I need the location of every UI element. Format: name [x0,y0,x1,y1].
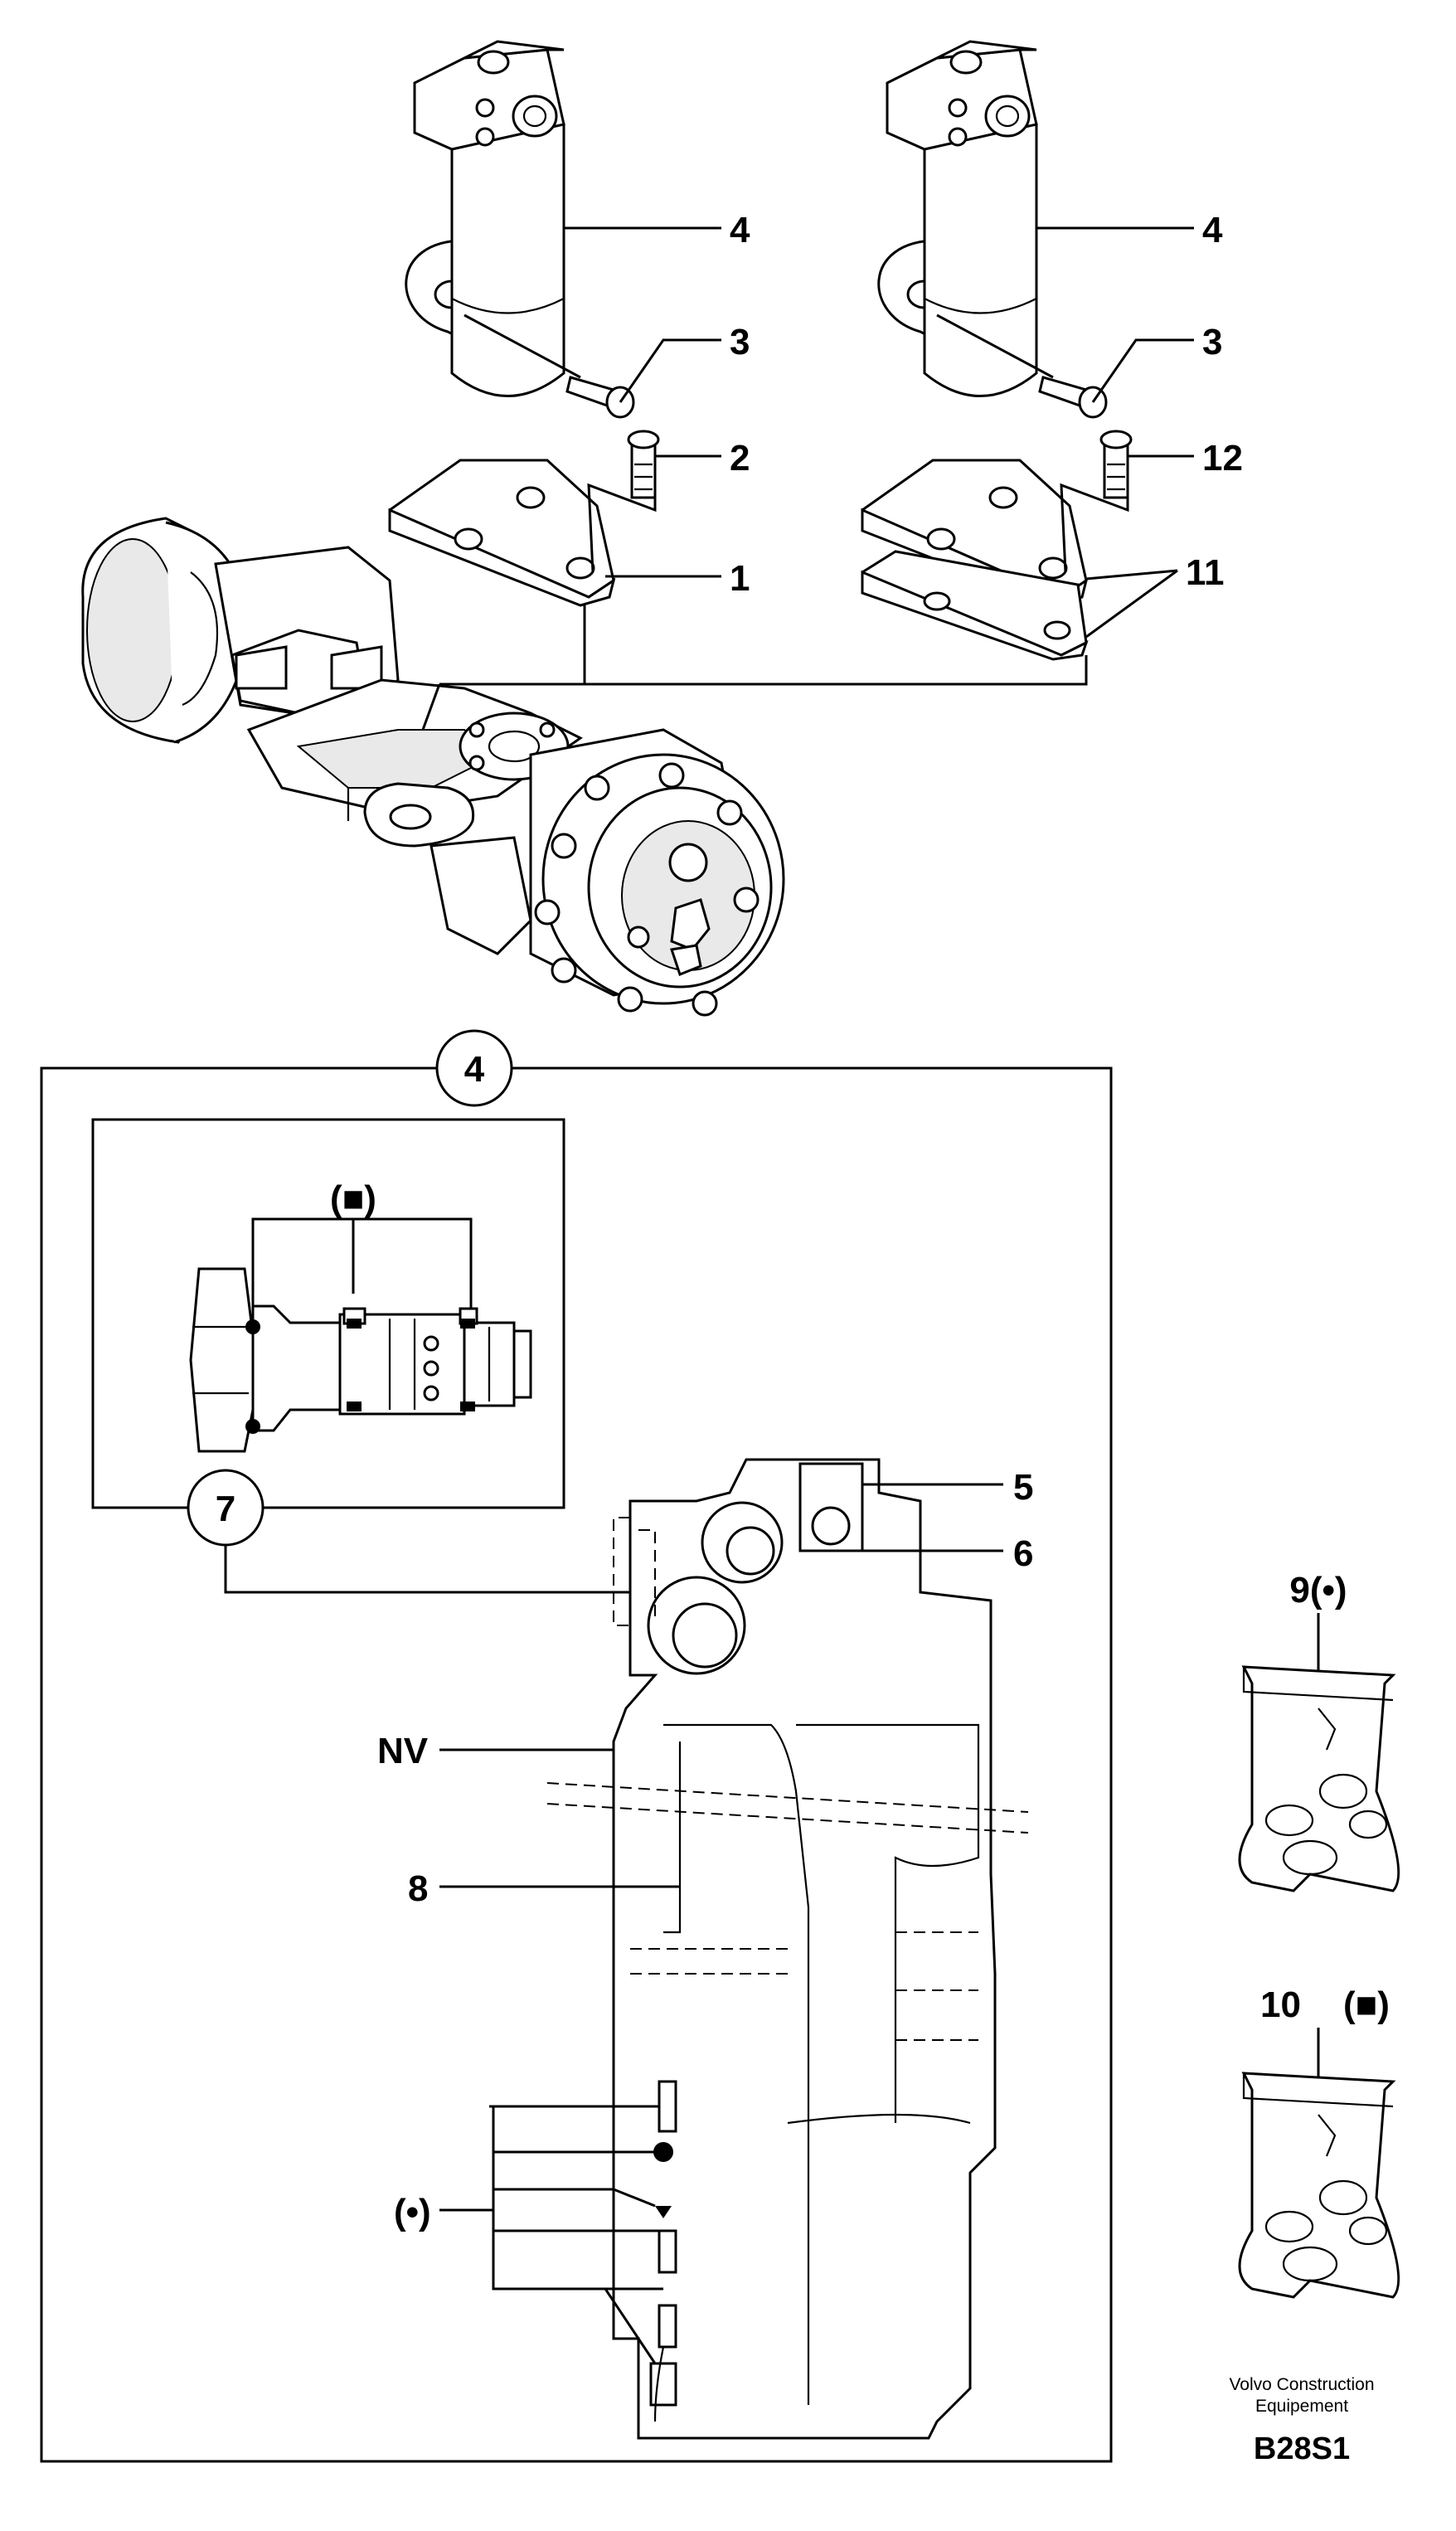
callout-8: 8 [408,1868,428,1909]
callout-11: 11 [1186,552,1225,593]
callout-4-right: 4 [1202,210,1223,250]
cylinder-left [405,40,635,419]
leader-plates-axle [583,605,1088,686]
top-leaders [564,226,1194,639]
leader-7 [224,1545,630,1594]
detail-frame-7: (■) [91,1118,565,1509]
cylinder-right [877,40,1108,419]
callout-6: 6 [1013,1533,1033,1574]
callout-5: 5 [1013,1467,1033,1508]
company-name-line2: Equipement [1255,2397,1348,2416]
callout-3-left: 3 [730,322,750,362]
valve-leaders [439,1483,1003,2364]
callout-3-right: 3 [1202,322,1222,362]
callout-nv: NV [377,1731,429,1771]
detail-frame-4: 4 [40,1029,1113,2463]
plate-11-lower [861,550,1089,661]
callout-9: 9(•) [1289,1570,1347,1610]
callout-10: 10 [1260,1984,1301,2025]
detail-callout-4: 4 [464,1049,485,1090]
kit-square-label: (■) [330,1178,376,1219]
callout-4-left: 4 [730,210,750,250]
valve-housing [546,1458,1029,2440]
seal-kit-10: 10 (■) [1238,1984,1400,2299]
kit-dot-label: (•) [394,2192,431,2232]
company-name-line1: Volvo Construction [1229,2375,1374,2394]
screw-12 [1099,430,1133,499]
callout-1: 1 [730,558,750,599]
axle-assembly [81,517,785,1017]
seal-kit-9: 9(•) [1238,1570,1400,1892]
plate-1 [388,459,616,607]
screw-2 [627,430,660,499]
callout-10-symbol: (■) [1343,1984,1390,2025]
callout-12: 12 [1202,438,1243,479]
callout-2: 2 [730,438,750,479]
drawing-code: B28S1 [1254,2431,1350,2466]
detail-callout-7: 7 [216,1489,235,1529]
